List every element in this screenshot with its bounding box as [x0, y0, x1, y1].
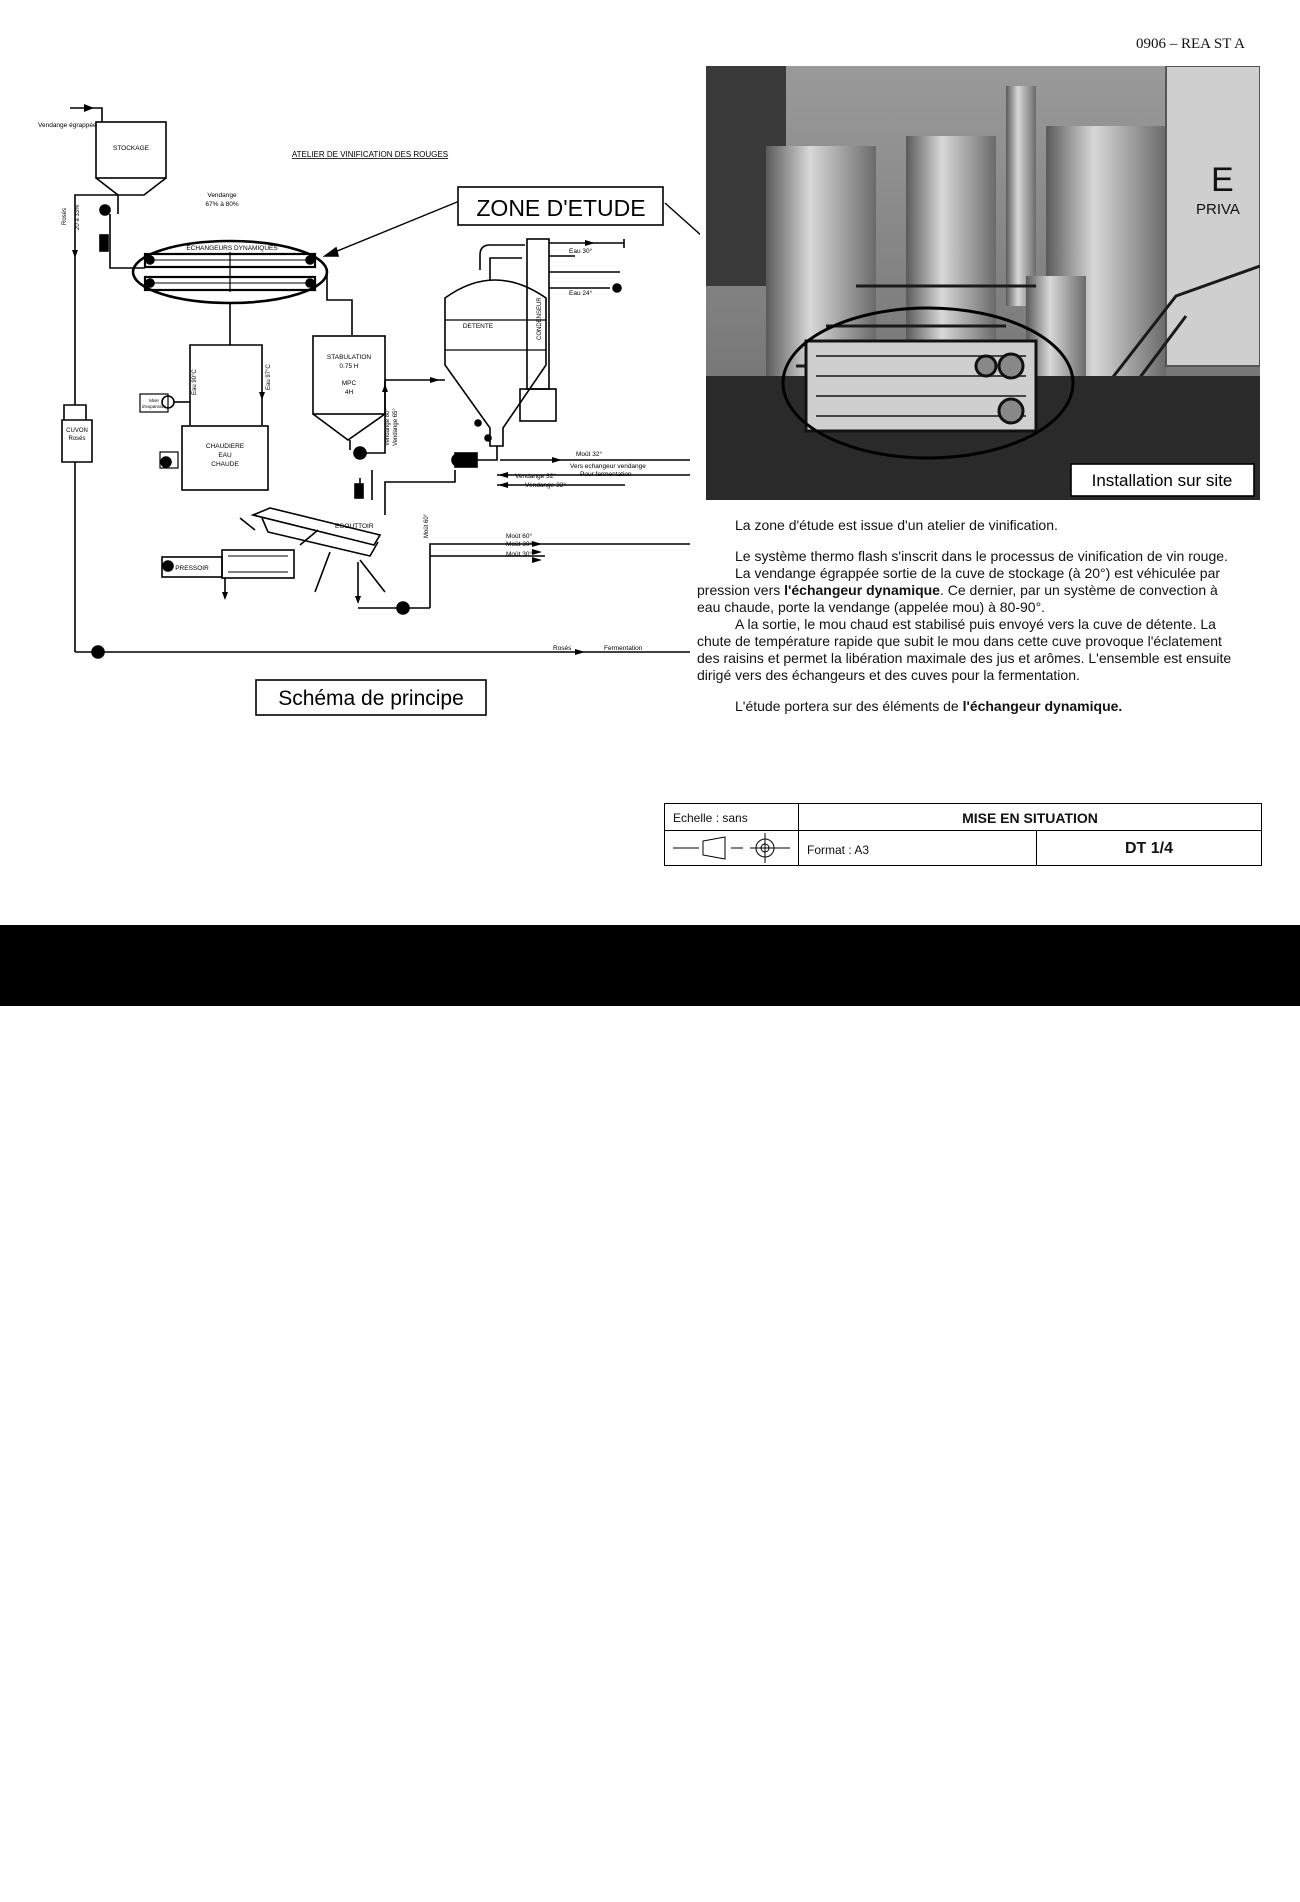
diagram-title: ATELIER DE VINIFICATION DES ROUGES	[292, 150, 448, 159]
label-vendange-32a: Vendange 32°	[515, 472, 556, 480]
format-cell: Format : A3	[799, 831, 1037, 866]
paragraph-3-text: La vendange égrappée sortie de la cuve d…	[697, 565, 1221, 598]
label-eau-97: Eau 97°C	[266, 364, 272, 390]
label-vendange: Vendange	[207, 192, 237, 199]
label-eau-90: Eau 90°C	[192, 369, 198, 395]
watermark-logo: alamy	[1188, 1871, 1267, 1901]
label-roses-pct2: 20 à 33%	[75, 204, 81, 230]
label-chaudiere-2: EAU	[218, 452, 232, 459]
label-detente: DETENTE	[463, 323, 494, 330]
label-vendange-65: Vendange 65°	[393, 408, 399, 446]
paragraph-4: A la sortie, le mou chaud est stabilisé …	[697, 616, 1232, 683]
label-chaudiere-1: CHAUDIERE	[206, 443, 245, 450]
paragraph-5-bold: l'échangeur dynamique.	[962, 698, 1123, 714]
label-stabulation-1: STABULATION	[327, 354, 371, 361]
title-cell: MISE EN SITUATION	[799, 803, 1262, 831]
paragraph-5: L'étude portera sur des éléments de l'éc…	[697, 698, 1237, 715]
site-photo: E PRIVA Installation sur site	[706, 66, 1260, 500]
label-fermentation: Fermentation	[604, 645, 643, 652]
label-stabulation-4: 4H	[345, 389, 354, 396]
paragraph-3-bold: l'échangeur dynamique	[784, 582, 940, 598]
watermark-band: alamy	[0, 925, 1300, 1901]
label-mout-60: Moût 60°	[506, 532, 532, 540]
label-vendange-32b: Vendange 32°	[525, 481, 566, 489]
label-mout-30b: Moût 30°	[506, 550, 532, 558]
paragraph-1: La zone d'étude est issue d'un atelier d…	[735, 517, 1058, 533]
sign-text: PRIVA	[1196, 201, 1240, 218]
label-mise: Mise	[149, 398, 159, 403]
process-diagram: ZONE D'ETUDE Schéma de principe ATELIER …	[38, 104, 700, 716]
scale-cell: Echelle : sans	[664, 803, 799, 831]
paragraph-3-end: . Ce dernier, par un système de convecti…	[697, 582, 1218, 615]
dynamic-exchangers	[143, 252, 317, 292]
label-stabulation-2: 0.75 H	[339, 363, 358, 370]
sign-letter: E	[1211, 161, 1234, 199]
schema-label: Schéma de principe	[278, 687, 464, 710]
detente-tank	[444, 279, 547, 447]
projection-icon	[673, 833, 790, 863]
label-expansion: d'expansion	[142, 404, 166, 409]
pressoir	[161, 549, 295, 579]
label-mout-60v: Moût 60°	[424, 513, 430, 538]
photo-caption: Installation sur site	[1092, 471, 1233, 490]
label-condenseur: CONDENSEUR	[537, 297, 543, 340]
label-echangeurs: ÉCHANGEURS DYNAMIQUES	[186, 243, 278, 252]
label-roses-pct: Rosés	[62, 208, 68, 225]
doc-number-cell: DT 1/4	[1037, 831, 1262, 866]
label-stockage: STOCKAGE	[113, 145, 150, 152]
label-mout-30a: Moût 30°	[506, 540, 532, 548]
label-eau-30: Eau 30°	[569, 247, 593, 255]
label-cuvon-1: CUVON	[66, 428, 88, 434]
label-roses: Rosés	[553, 645, 572, 652]
label-chaudiere-3: CHAUDE	[211, 461, 239, 468]
paragraph-3: La vendange égrappée sortie de la cuve d…	[697, 565, 1237, 616]
paragraph-5-text: L'étude portera sur des éléments de	[735, 698, 963, 714]
label-vendange-80: Vendange 80°	[385, 408, 391, 446]
label-pressoir: PRESSOIR	[175, 565, 209, 572]
label-mout-32: Moût 32°	[576, 450, 602, 458]
label-pour-fermentation: Pour fermentation	[580, 471, 632, 478]
stockage-tank	[95, 121, 167, 179]
title-block: Echelle : sans MISE EN SITUATION Format …	[664, 803, 1262, 866]
document-sheet: 0906 – REA ST A	[0, 0, 1300, 925]
zone-label: ZONE D'ETUDE	[476, 195, 645, 221]
egouttoir	[239, 507, 386, 593]
label-stabulation-3: MPC	[342, 380, 357, 387]
document-reference: 0906 – REA ST A	[1136, 36, 1245, 52]
label-cuvon-2: Rosés	[68, 436, 85, 442]
label-vers-echangeur: Vers echangeur vendange	[570, 463, 646, 470]
chaudiere	[181, 425, 269, 491]
label-vendange-pct: 67% à 80%	[205, 201, 238, 208]
paragraph-2: Le système thermo flash s'inscrit dans l…	[735, 548, 1228, 564]
label-vendange-egrappee: Vendange égrappée	[38, 122, 97, 129]
label-egouttoir: EGOUTTOIR	[335, 523, 374, 530]
projection-symbol-cell	[664, 831, 799, 866]
label-eau-24: Eau 24°	[569, 289, 593, 297]
description: La zone d'étude est issue d'un atelier d…	[697, 517, 1237, 715]
stabulation-tank	[312, 335, 386, 415]
